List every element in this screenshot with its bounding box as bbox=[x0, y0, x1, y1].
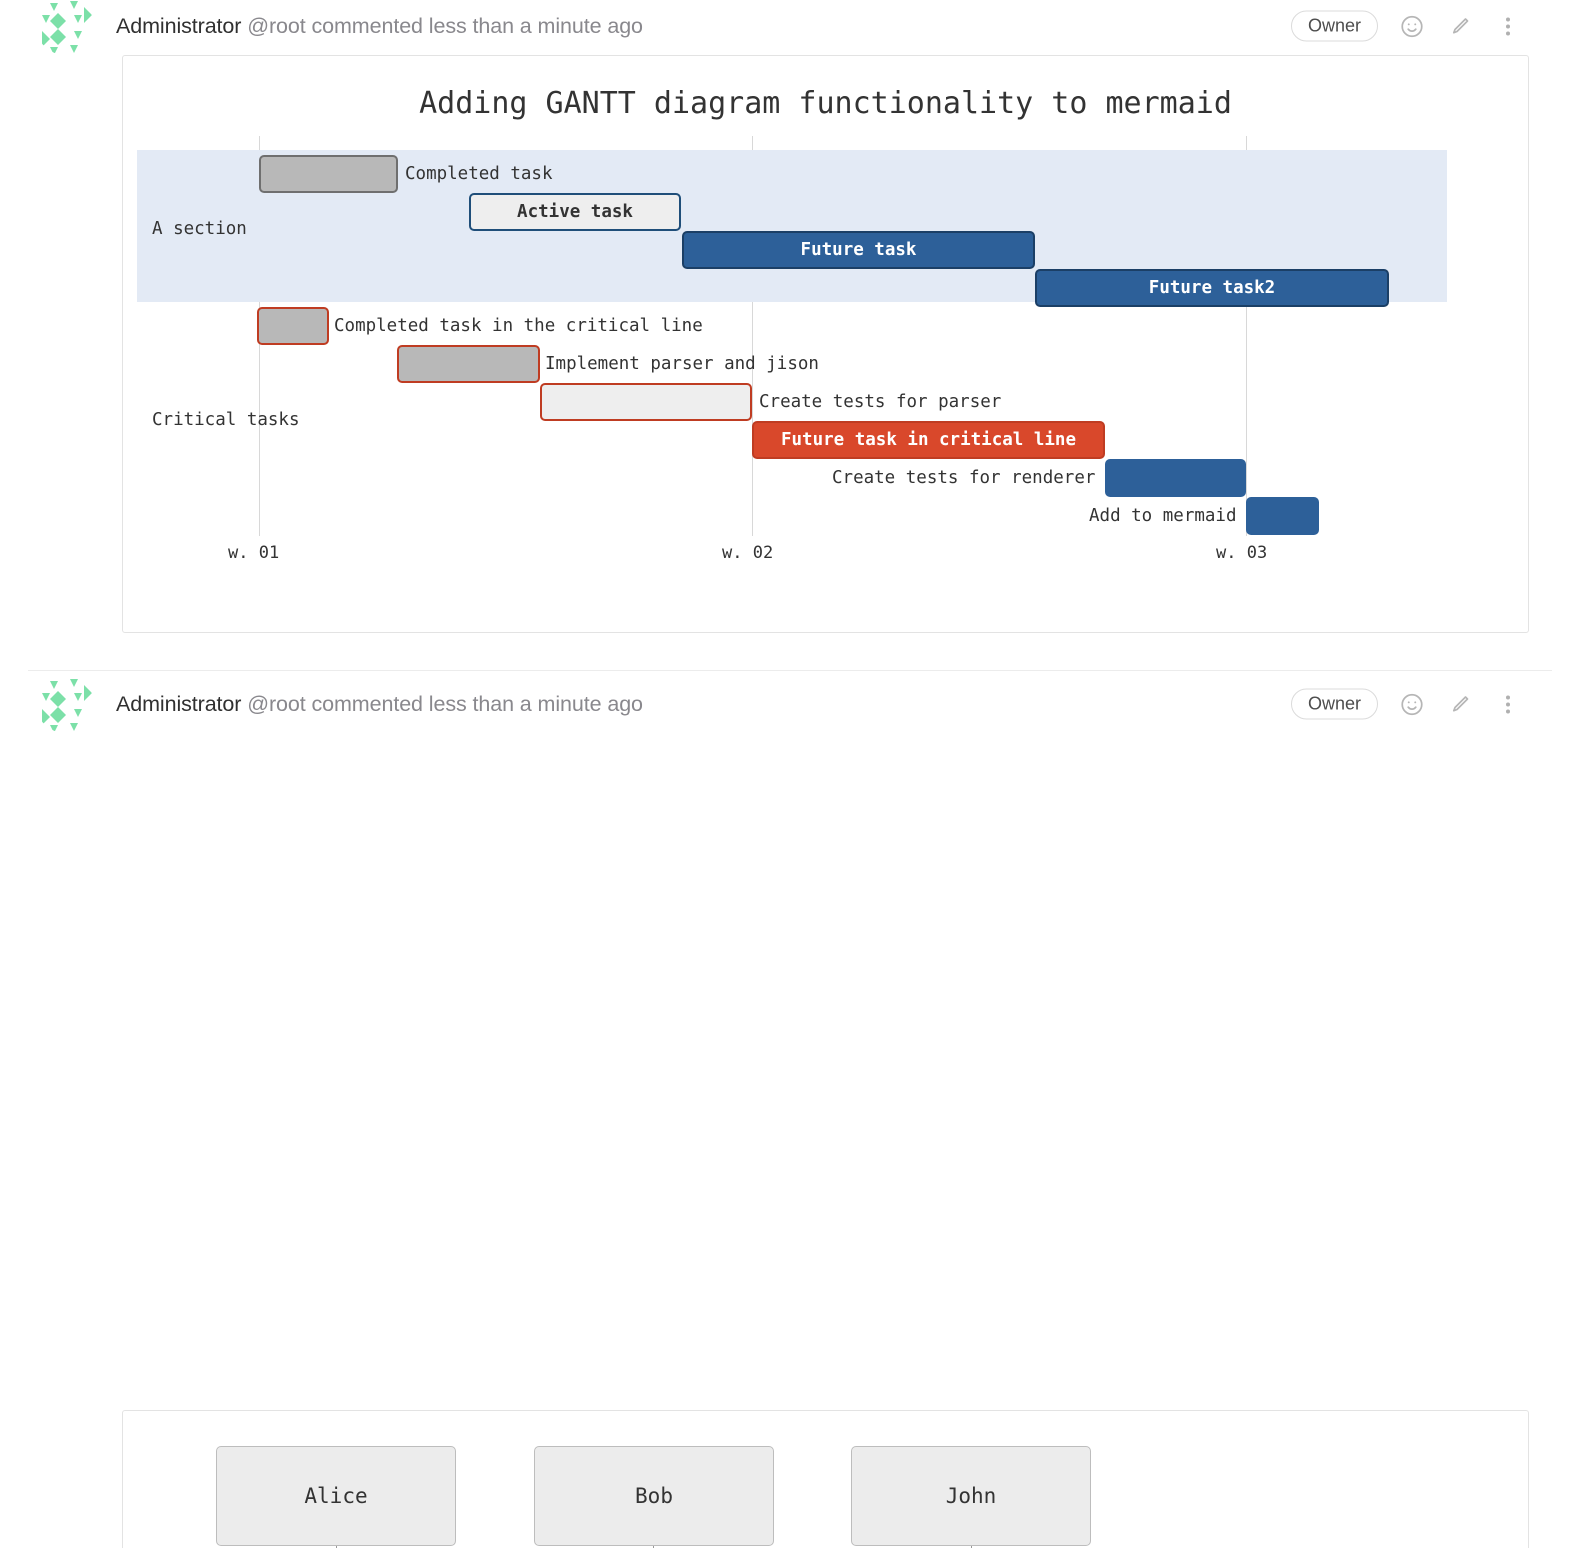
gantt-tick-w02: w. 02 bbox=[722, 543, 774, 563]
gantt-bar-completed-task[interactable] bbox=[259, 155, 398, 193]
lifeline-alice bbox=[336, 1546, 337, 1548]
sequence-card: Alice Bob John Hello John, how are you? … bbox=[122, 1410, 1529, 1548]
gantt-section-label-critical: Critical tasks bbox=[152, 410, 300, 430]
sequence-diagram: Alice Bob John Hello John, how are you? … bbox=[123, 1411, 1528, 1548]
gantt-section-label-a: A section bbox=[152, 219, 247, 239]
gantt-bar-label-implement-parser: Implement parser and jison bbox=[545, 354, 819, 374]
avatar[interactable] bbox=[36, 675, 94, 733]
lifeline-bob bbox=[653, 1546, 654, 1548]
gridline-w03 bbox=[1246, 136, 1247, 536]
gantt-bar-future-task[interactable]: Future task bbox=[682, 231, 1035, 269]
participant-bob-top[interactable]: Bob bbox=[534, 1446, 774, 1546]
gantt-bar-create-tests-renderer[interactable] bbox=[1105, 459, 1246, 497]
owner-badge: Owner bbox=[1290, 688, 1378, 720]
kebab-menu-icon[interactable] bbox=[1494, 690, 1522, 718]
gridline-w02 bbox=[752, 136, 753, 536]
comment-2-header: Administrator @root commented less than … bbox=[0, 675, 1580, 733]
gantt-bar-future-critical[interactable]: Future task in critical line bbox=[752, 421, 1105, 459]
comment-2-actions: Owner bbox=[1290, 688, 1522, 720]
gantt-bar-add-to-mermaid[interactable] bbox=[1246, 497, 1319, 535]
gantt-bar-completed-critical[interactable] bbox=[257, 307, 329, 345]
pencil-icon[interactable] bbox=[1446, 690, 1474, 718]
emoji-icon[interactable] bbox=[1398, 690, 1426, 718]
gantt-tick-w01: w. 01 bbox=[228, 543, 280, 563]
comment-1: Administrator @root commented less than … bbox=[0, 0, 1580, 633]
gantt-bar-label-add-to-mermaid: Add to mermaid bbox=[1089, 506, 1237, 526]
comment-2-author: Administrator bbox=[116, 691, 242, 716]
gantt-title: Adding GANTT diagram functionality to me… bbox=[419, 86, 1232, 121]
gantt-bar-implement-parser[interactable] bbox=[397, 345, 540, 383]
gantt-bar-label-future-task2: Future task2 bbox=[1148, 278, 1276, 298]
comment-1-author: Administrator bbox=[116, 13, 242, 38]
gantt-bar-label-create-tests-renderer: Create tests for renderer bbox=[832, 468, 1096, 488]
emoji-icon[interactable] bbox=[1398, 12, 1426, 40]
gantt-bar-label-future-critical: Future task in critical line bbox=[780, 430, 1076, 450]
gantt-bar-label-completed-critical: Completed task in the critical line bbox=[334, 316, 703, 336]
gantt-card: Adding GANTT diagram functionality to me… bbox=[122, 55, 1529, 633]
gantt-bar-label-active-task: Active task bbox=[517, 202, 633, 222]
comment-2-title: Administrator @root commented less than … bbox=[116, 692, 643, 717]
gantt-bar-label-future-task: Future task bbox=[800, 240, 917, 260]
gantt-chart: Adding GANTT diagram functionality to me… bbox=[123, 56, 1528, 632]
comment-1-actions: Owner bbox=[1290, 10, 1522, 42]
gantt-bar-future-task2[interactable]: Future task2 bbox=[1035, 269, 1389, 307]
kebab-menu-icon[interactable] bbox=[1494, 12, 1522, 40]
comment-1-meta: @root commented less than a minute ago bbox=[247, 13, 643, 38]
pencil-icon[interactable] bbox=[1446, 12, 1474, 40]
comment-2-meta: @root commented less than a minute ago bbox=[247, 691, 643, 716]
gantt-tick-w03: w. 03 bbox=[1216, 543, 1268, 563]
gantt-bar-create-tests-parser[interactable] bbox=[540, 383, 752, 421]
gantt-bar-active-task[interactable]: Active task bbox=[469, 193, 681, 231]
avatar[interactable] bbox=[36, 0, 94, 55]
lifeline-john bbox=[971, 1546, 972, 1548]
comment-1-title: Administrator @root commented less than … bbox=[116, 14, 643, 39]
owner-badge: Owner bbox=[1290, 10, 1378, 42]
participant-john-top[interactable]: John bbox=[851, 1446, 1091, 1546]
comment-divider bbox=[28, 670, 1552, 671]
gantt-bar-label-completed-task: Completed task bbox=[405, 164, 553, 184]
participant-alice-top[interactable]: Alice bbox=[216, 1446, 456, 1546]
comment-1-header: Administrator @root commented less than … bbox=[0, 0, 1580, 55]
comment-2: Administrator @root commented less than … bbox=[0, 675, 1580, 1548]
gantt-bar-label-create-tests-parser: Create tests for parser bbox=[759, 392, 1002, 412]
